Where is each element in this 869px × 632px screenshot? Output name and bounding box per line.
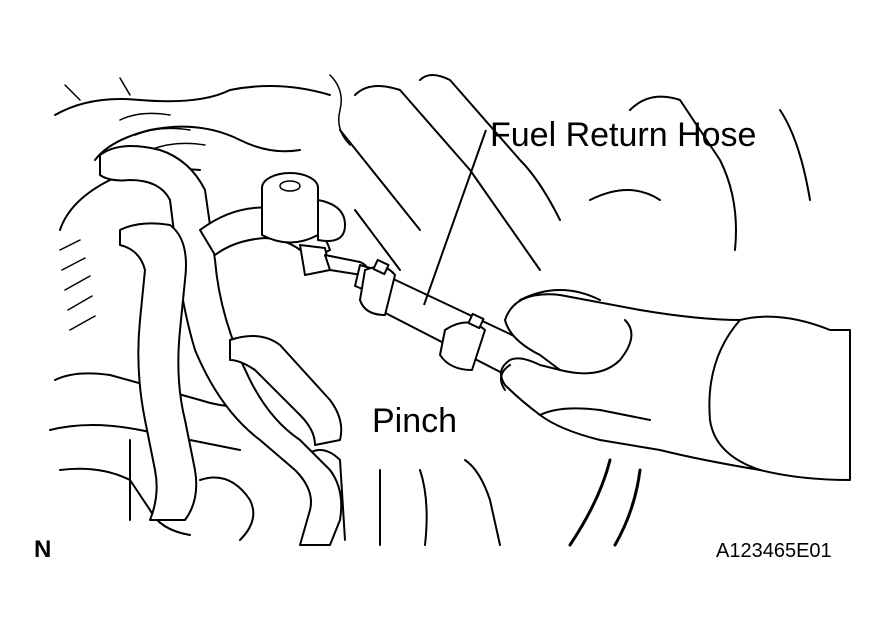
pinch-label: Pinch	[372, 402, 457, 440]
callout-leader-line	[423, 129, 487, 306]
fuel-pressure-regulator	[261, 172, 370, 277]
pinching-hand	[500, 293, 851, 547]
north-indicator: N	[34, 536, 51, 563]
fuel-return-hose-label: Fuel Return Hose	[490, 116, 756, 154]
figure-code: A123465E01	[716, 540, 832, 562]
